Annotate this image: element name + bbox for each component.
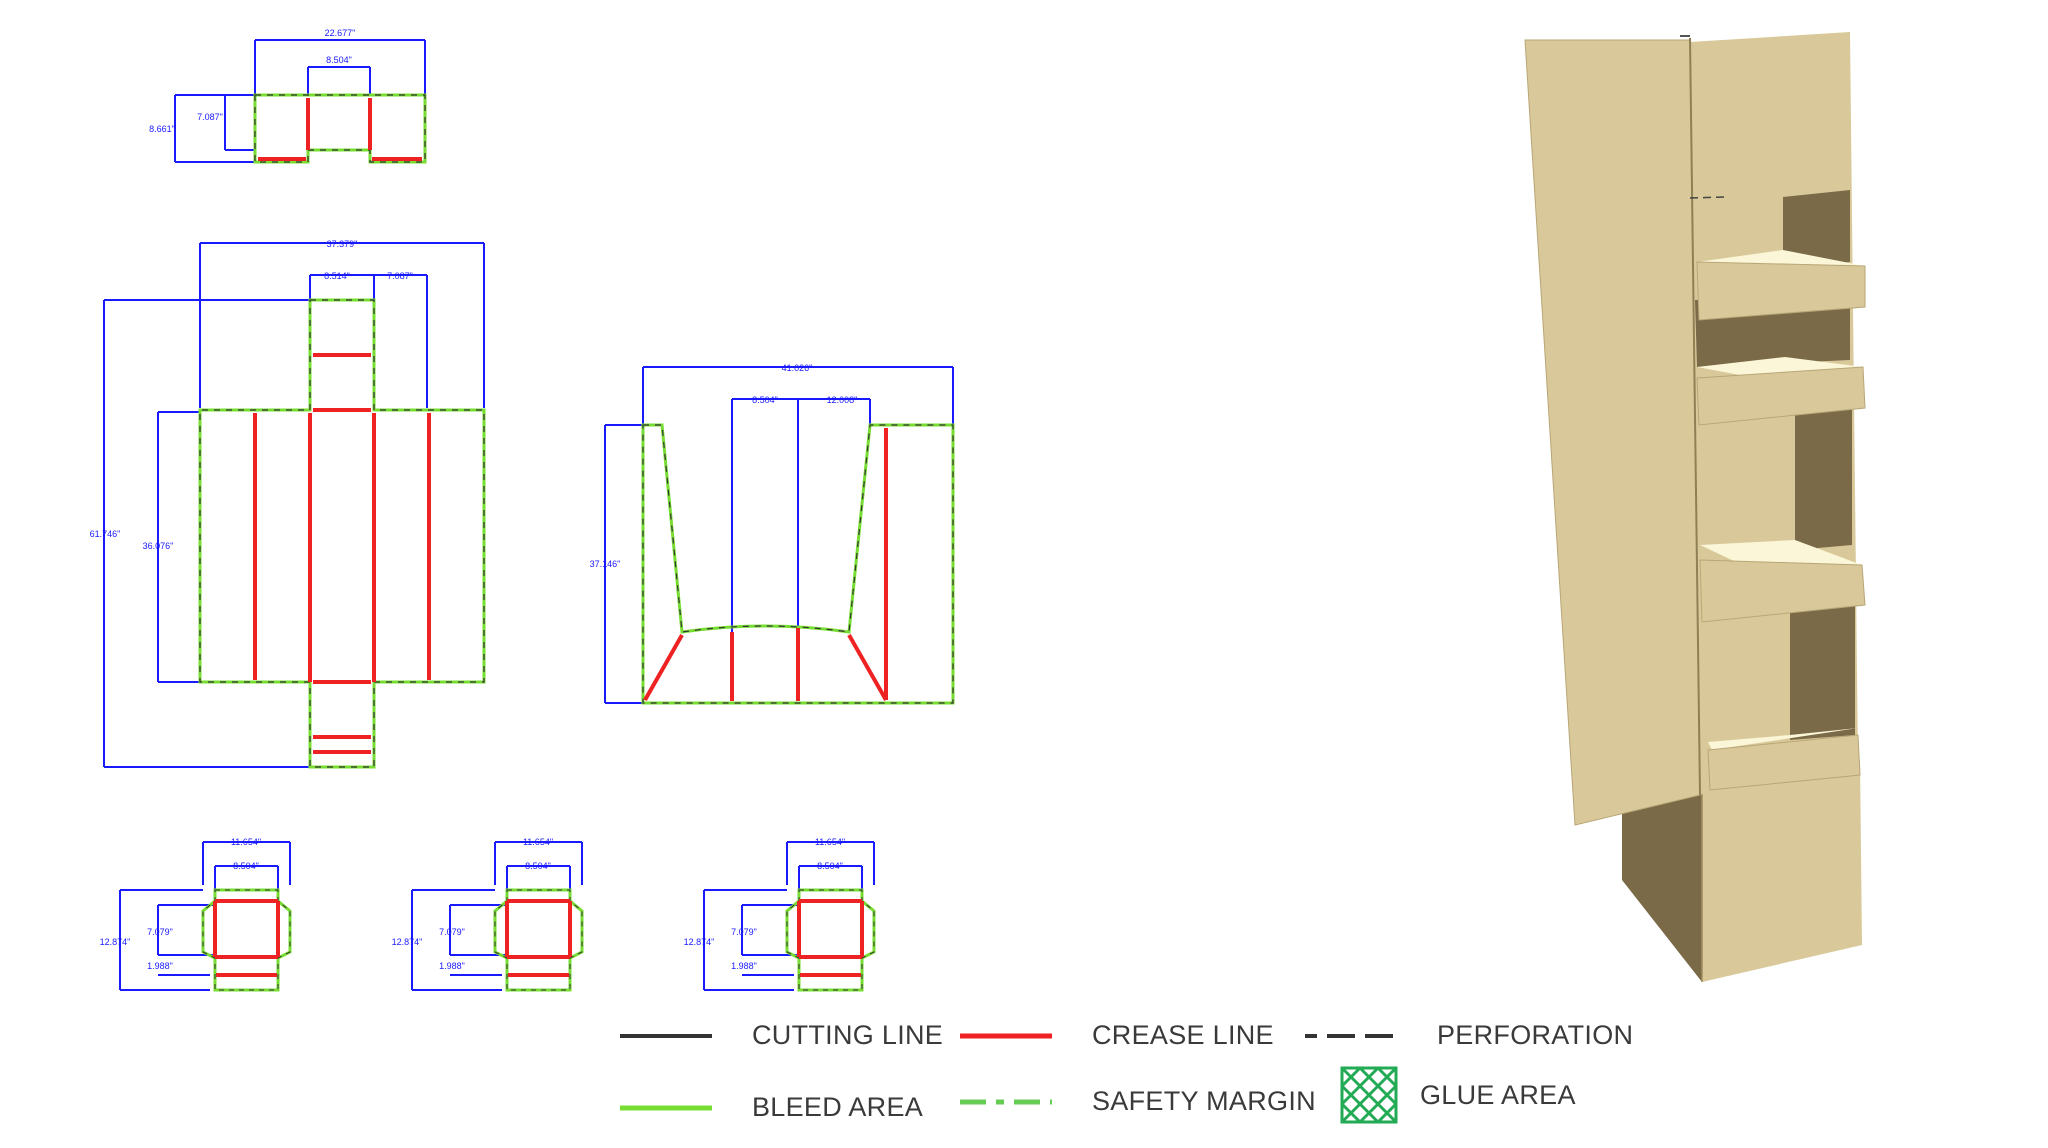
- legend-glue-area-label: GLUE AREA: [1420, 1079, 1576, 1110]
- shelf-3-overall-width-label: 11.654": [815, 837, 845, 847]
- shelf-3-inner-width-label: 8.504": [817, 861, 843, 871]
- legend: CUTTING LINE CREASE LINE PERFORATION BLE…: [620, 1000, 1633, 1140]
- perforation-swatch: [1305, 1033, 1397, 1038]
- body-side-width-label: 7.087": [387, 271, 413, 281]
- shelf-2-render: [1696, 357, 1866, 426]
- glue-area-icon: [1340, 1066, 1398, 1124]
- shelf-1-inner-height-label: 7.079": [147, 927, 173, 937]
- body-crease-lines: [253, 353, 431, 754]
- tray-outline: [641, 423, 955, 705]
- shelf-2-inner-width-label: 8.504": [525, 861, 551, 871]
- legend-perforation: PERFORATION: [1305, 1020, 1633, 1051]
- legend-bleed-area: BLEED AREA: [620, 1092, 923, 1123]
- opening-1: [1783, 190, 1850, 268]
- shelf-dimension-lines: [119, 841, 291, 991]
- legend-cutting-line-label: CUTTING LINE: [752, 1020, 944, 1050]
- base-side-face: [1622, 770, 1708, 982]
- base-front-face: [1702, 760, 1862, 982]
- shelf-3-overall-height-label: 12.874": [684, 937, 715, 947]
- body-panel-height-label: 36.076": [143, 541, 174, 551]
- shelf-1-render: [1696, 250, 1866, 321]
- shelf-2-crease-lines: [505, 899, 572, 977]
- opening-3: [1795, 408, 1852, 550]
- tray-crease-lines: [643, 428, 888, 701]
- cutting-line-swatch: [620, 1033, 712, 1038]
- tray-dieline: 41.026" 8.504" 12.008" 37.146": [590, 363, 955, 705]
- tray-dimension-lines: [604, 366, 954, 704]
- body-dimension-lines: [103, 242, 485, 768]
- body-center-width-label: 8.514": [324, 271, 350, 281]
- shelf-2-inner-height-label: 7.079": [439, 927, 465, 937]
- header-center-width-label: 8.504": [326, 55, 352, 65]
- header-overall-height-label: 8.661": [149, 124, 175, 134]
- legend-perforation-label: PERFORATION: [1437, 1020, 1634, 1050]
- legend-crease-line-label: CREASE LINE: [1092, 1020, 1274, 1050]
- shelf-2-overall-height-label: 12.874": [392, 937, 423, 947]
- legend-crease-line: CREASE LINE: [960, 1020, 1274, 1051]
- tray-overall-width-label: 41.026": [782, 363, 813, 373]
- shelf-1-overall-width-label: 11.654": [231, 837, 261, 847]
- tray-overall-height-label: 37.146": [590, 559, 621, 569]
- shelf-3-crease-lines: [797, 899, 864, 977]
- header-outline: [253, 93, 427, 164]
- tray-center-width-label: 8.504": [752, 395, 778, 405]
- shelf-dimension-lines: [703, 841, 875, 991]
- tray-side-width-label: 12.008": [827, 395, 858, 405]
- shelf-2-lip-height-label: 1.988": [439, 961, 465, 971]
- body-outline: [198, 298, 486, 769]
- legend-safety-margin: SAFETY MARGIN: [960, 1086, 1316, 1117]
- legend-glue-area: GLUE AREA: [1340, 1066, 1576, 1124]
- legend-safety-margin-label: SAFETY MARGIN: [1092, 1086, 1316, 1116]
- shelf-3-lip-height-label: 1.988": [731, 961, 757, 971]
- header-inner-height-label: 7.087": [197, 112, 223, 122]
- crease-line-swatch: [960, 1033, 1052, 1038]
- bleed-area-swatch: [620, 1105, 712, 1110]
- shelf-1-inner-width-label: 8.504": [233, 861, 259, 871]
- shelf-1-crease-lines: [213, 899, 280, 977]
- safety-margin-swatch: [960, 1099, 1052, 1104]
- shelf-dieline-2: 11.654" 8.504" 12.874" 7.079" 1.988": [392, 837, 584, 992]
- legend-cutting-line: CUTTING LINE: [620, 1020, 943, 1051]
- header-crease-lines: [258, 98, 422, 161]
- shelf-1-lip-height-label: 1.988": [147, 961, 173, 971]
- opening-4: [1790, 605, 1855, 740]
- header-dimension-lines: [174, 39, 426, 163]
- body-overall-height-label: 61.746": [90, 529, 121, 539]
- shelf-1-overall-height-label: 12.874": [100, 937, 131, 947]
- side-panel: [1524, 39, 1701, 826]
- shelf-3-render: [1699, 540, 1866, 623]
- shelf-dieline-3: 11.654" 8.504" 12.874" 7.079" 1.988": [684, 837, 876, 992]
- display-3d-render: [1524, 32, 1866, 982]
- body-overall-width-label: 37.379": [327, 239, 358, 249]
- legend-bleed-area-label: BLEED AREA: [752, 1092, 924, 1122]
- header-overall-width-label: 22.677": [325, 28, 356, 38]
- body-dieline: 37.379" 8.514" 7.087" 61.746" 36.076": [90, 239, 486, 769]
- shelf-4-render: [1707, 728, 1861, 791]
- shelf-dieline-1: 11.654" 8.504" 12.874" 7.079" 1.988": [100, 837, 292, 992]
- shelf-dimension-lines: [411, 841, 583, 991]
- shelf-2-overall-width-label: 11.654": [523, 837, 553, 847]
- header-dieline: 22.677" 8.504" 8.661" 7.087": [149, 28, 427, 164]
- shelf-3-inner-height-label: 7.079": [731, 927, 757, 937]
